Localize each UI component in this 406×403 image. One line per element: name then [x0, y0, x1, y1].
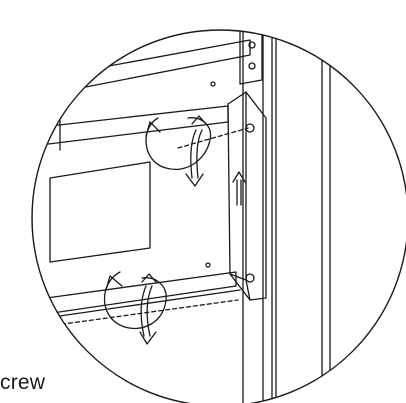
cabinet-side-frame — [242, 30, 331, 403]
caption-text: crew — [0, 371, 46, 394]
mounting-bracket — [227, 91, 267, 301]
screw-hole-bottom — [245, 273, 255, 283]
direction-arrow-icon — [232, 171, 246, 206]
alignment-line — [177, 127, 249, 149]
screw-icon — [145, 115, 212, 187]
rotate-arrow-icon — [103, 271, 167, 345]
